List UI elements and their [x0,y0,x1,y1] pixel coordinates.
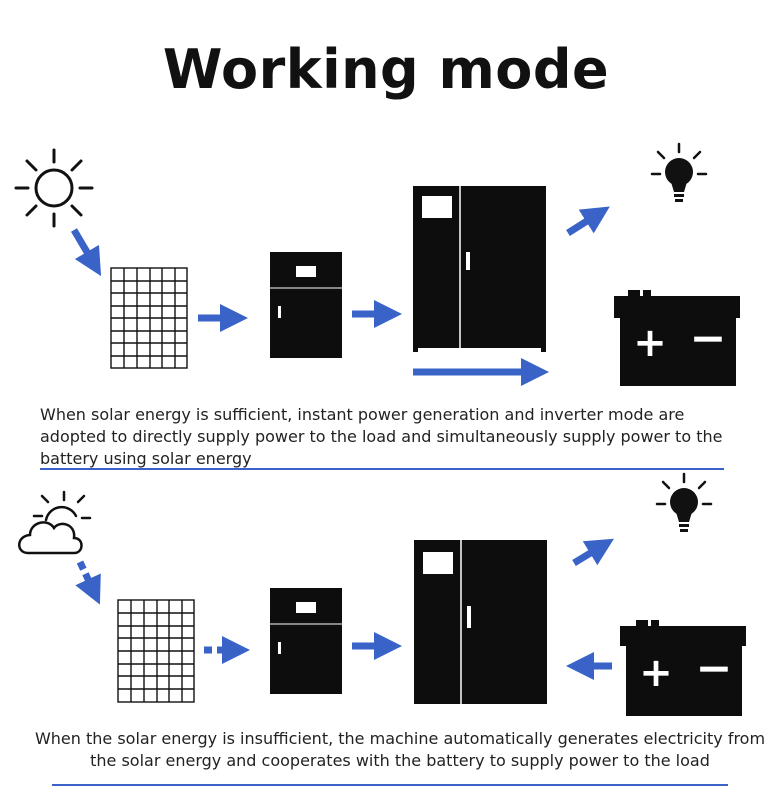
battery-icon: + − [614,290,740,386]
battery-minus: − [696,643,733,694]
dashed-arrow-cloud-to-panel [75,560,101,605]
page-title: Working mode [162,38,610,101]
solar-panel-icon [110,267,188,369]
light-bulb-icon [655,472,713,532]
sun-icon [14,148,94,228]
cloud-sun-icon [18,490,92,555]
arrow-inverter-to-bulb [566,206,610,236]
charge-controller-icon [270,252,342,358]
battery-minus: − [690,313,727,364]
light-bulb-icon [650,142,708,202]
battery-plus: + [639,650,673,696]
inverter-cabinet-icon [413,186,546,352]
arrow-sun-to-panel [70,228,102,277]
charge-controller-icon [270,588,342,694]
battery-icon: + − [620,620,746,716]
battery-plus: + [633,320,667,366]
inverter-cabinet-icon [414,540,547,704]
arrow-inverter-to-bulb [572,538,614,566]
caption-insufficient-solar: When the solar energy is insufficient, t… [34,729,766,770]
section-divider [40,468,724,470]
section-divider [52,784,728,786]
caption-sufficient-solar: When solar energy is sufficient, instant… [40,405,723,468]
solar-panel-icon [117,599,195,703]
